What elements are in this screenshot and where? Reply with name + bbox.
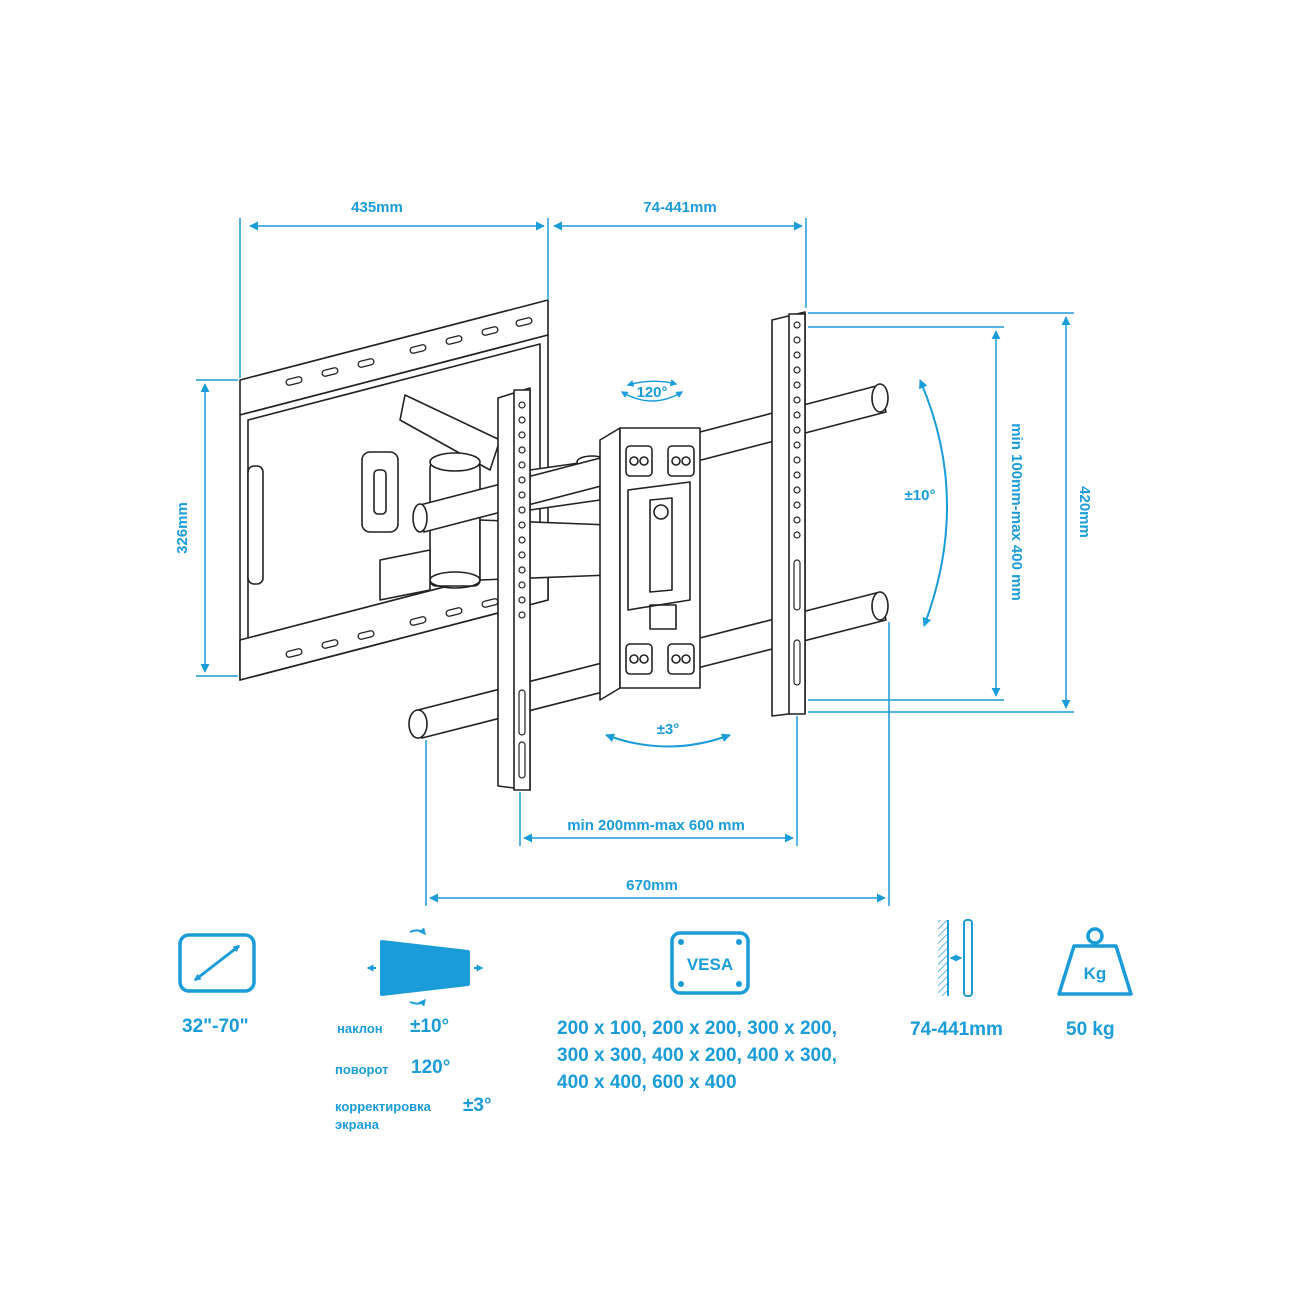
vesa-patterns-line-3: 400 x 400, 600 x 400 xyxy=(557,1072,737,1093)
vertical-bars xyxy=(497,311,806,791)
dim-vesa-horizontal: min 200mm-max 600 mm xyxy=(567,817,745,834)
weight-badge: Kg xyxy=(1084,964,1107,983)
dim-bracket-height: 420mm xyxy=(1076,486,1093,538)
vesa-patterns-line-1: 200 x 100, 200 x 200, 300 x 200, xyxy=(557,1018,837,1039)
level-value: ±3° xyxy=(463,1095,492,1116)
swivel-label: поворот xyxy=(335,1062,389,1077)
dimension-lines xyxy=(196,218,1074,906)
wall-plate xyxy=(239,299,549,681)
dim-arm-extension: 74-441mm xyxy=(643,199,716,216)
angle-level: ±3° xyxy=(657,721,680,738)
screen-size-value: 32"-70" xyxy=(182,1016,249,1037)
dim-plate-width: 435mm xyxy=(351,199,403,216)
max-load-value: 50 kg xyxy=(1066,1019,1115,1040)
vesa-patterns: 200 x 100, 200 x 200, 300 x 200, 300 x 3… xyxy=(557,1015,887,1096)
level-label-line-1: корректировка xyxy=(335,1099,431,1114)
mount-drawing xyxy=(239,299,889,791)
angle-swivel: 120° xyxy=(636,384,667,401)
vesa-patterns-line-2: 300 x 300, 400 x 200, 400 x 300, xyxy=(557,1045,837,1066)
dim-plate-height: 326mm xyxy=(174,502,191,554)
level-label-line-2: экрана xyxy=(335,1117,379,1132)
dimension-labels: 435mm 74-441mm 326mm min 100mm-max 400 m… xyxy=(174,199,1093,894)
diagonal-arrow-icon xyxy=(178,933,256,993)
wall-distance-value: 74-441mm xyxy=(910,1019,1003,1040)
angle-tilt: ±10° xyxy=(905,487,936,504)
dim-bracket-width: 670mm xyxy=(626,877,678,894)
dim-vesa-vertical: min 100mm-max 400 mm xyxy=(1008,423,1025,601)
tilt-label: наклон xyxy=(337,1021,383,1036)
tilt-head-plate xyxy=(599,427,701,701)
screen-adjust-icon xyxy=(366,927,484,1007)
wall-distance-icon xyxy=(938,919,973,997)
swivel-value: 120° xyxy=(411,1057,451,1078)
vesa-icon: VESA xyxy=(670,931,750,995)
tilt-value: ±10° xyxy=(410,1016,450,1037)
weight-icon: Kg xyxy=(1057,927,1133,996)
vesa-badge: VESA xyxy=(687,955,733,974)
